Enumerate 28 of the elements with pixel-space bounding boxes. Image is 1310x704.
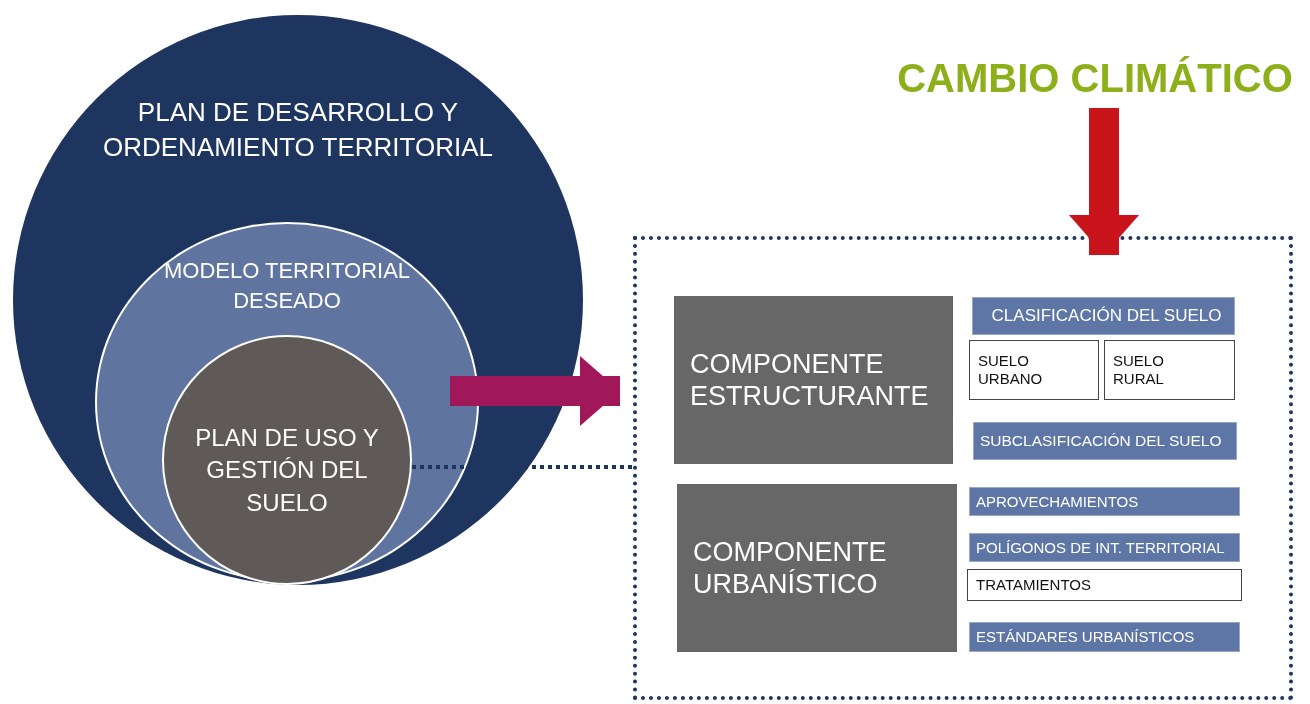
node-label: TRATAMIENTOS	[975, 576, 1091, 594]
category-box	[972, 297, 1235, 335]
node-label: SUELO RURAL	[1112, 352, 1165, 388]
component-box	[674, 296, 953, 464]
node-label: SUBCLASIFICACIÓN DEL SUELO	[979, 431, 1222, 451]
node-label: CLASIFICACIÓN DEL SUELO	[990, 305, 1222, 327]
category-box	[973, 422, 1237, 460]
node-label: MODELO TERRITORIAL DESEADO	[162, 257, 412, 315]
category-box	[967, 569, 1242, 601]
connector-line	[412, 465, 633, 469]
node-label: APROVECHAMIENTOS	[975, 492, 1139, 511]
node-label: COMPONENTE URBANÍSTICO	[692, 535, 888, 601]
category-box	[969, 533, 1240, 562]
node-label: PLAN DE DESARROLLO Y ORDENAMIENTO TERRITORIAL	[101, 96, 495, 165]
component-box	[677, 484, 957, 652]
arrow	[1069, 108, 1139, 255]
category-box	[969, 487, 1240, 516]
node-label: ESTÁNDARES URBANÍSTICOS	[975, 628, 1195, 646]
node-label: POLÍGONOS DE INT. TERRITORIAL	[975, 538, 1225, 557]
node-label: COMPONENTE ESTRUCTURANTE	[689, 347, 930, 413]
arrow	[450, 356, 620, 426]
node-label: SUELO URBANO	[977, 352, 1044, 388]
dotted-frame	[633, 236, 1293, 700]
category-box	[969, 622, 1240, 652]
heading-text: CAMBIO CLIMÁTICO	[897, 55, 1293, 102]
node-label: PLAN DE USO Y GESTIÓN DEL SUELO	[194, 423, 380, 518]
category-box	[969, 340, 1099, 400]
category-box	[1104, 340, 1235, 400]
